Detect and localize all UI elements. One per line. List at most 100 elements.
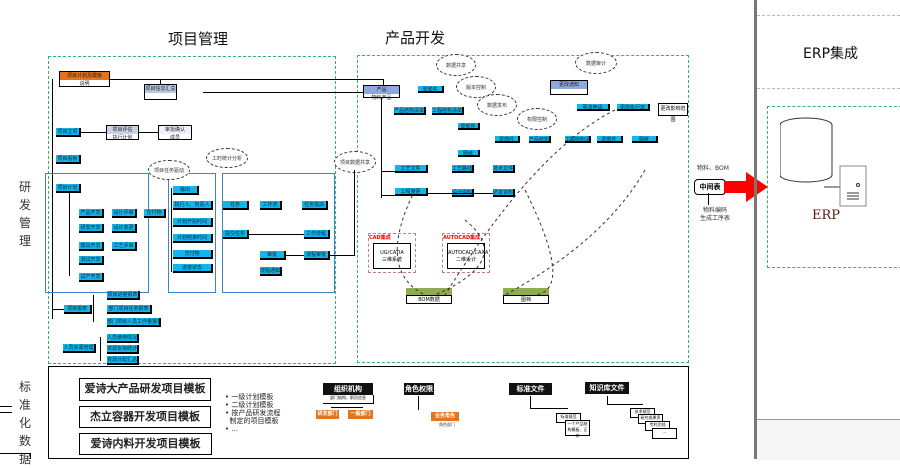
deliverables-group-box [168, 173, 216, 293]
cloud-note: 权限控制 [517, 108, 557, 130]
plan-item[interactable]: 工艺评审 [112, 242, 137, 251]
bullet-text: 二级计划模板 [231, 401, 274, 409]
bom-item[interactable]: 工程变更 [395, 188, 428, 196]
bom-item[interactable]: 产品结构清单 [394, 107, 426, 115]
deliverable-item[interactable]: 交付物 [173, 250, 213, 259]
bom-item[interactable]: 图纸 [458, 150, 480, 157]
task-item[interactable]: 任务指派 [302, 201, 328, 210]
task-item[interactable]: 流程审批 [304, 251, 330, 260]
box-header: 项目信息汇总 [145, 85, 176, 93]
project-report-node[interactable]: 项目报表 [64, 305, 92, 314]
task-item[interactable]: 工作流程 [304, 230, 330, 239]
product-development-title: 产品开发 [385, 29, 446, 47]
change-item[interactable]: 更改申请 [577, 104, 610, 111]
label-char: 准 [18, 398, 31, 412]
knowledge-header[interactable]: 知识库文件 [585, 382, 629, 394]
bom-item[interactable]: 工艺路线 [452, 165, 474, 173]
change-scope-box[interactable]: 更改影响范围 [658, 103, 688, 123]
project-evaluation-box[interactable]: 项目评估 执行计划 [106, 125, 139, 141]
resource-item[interactable]: 资源负荷统计 [107, 345, 139, 354]
bom-output-box[interactable]: BOM数据 [406, 295, 452, 304]
project-plan-template-box[interactable]: 项目计划及模板 说明 [59, 71, 110, 87]
bom-item[interactable]: 工程结构清单 [565, 136, 591, 143]
deliverable-item[interactable]: 计划开始时间 [173, 218, 213, 227]
project-summary-box[interactable]: 项目信息汇总 [144, 84, 177, 100]
connector-line [0, 412, 12, 413]
plan-item[interactable]: 模具开发 [79, 242, 104, 251]
org-child[interactable]: 一般部门 [348, 410, 373, 419]
std-docs-header[interactable]: 标准文件 [509, 383, 552, 395]
doc-stack-item[interactable]: 一个产品结构模板、正文 [565, 420, 590, 438]
connector-line [331, 407, 363, 408]
report-item[interactable]: 项目进度报表 [107, 291, 140, 300]
bom-item[interactable]: 零部件 [458, 123, 480, 130]
bom-item[interactable]: 工程结构清单 [432, 107, 464, 115]
task-item[interactable]: 任务 [223, 201, 249, 210]
box-header: 项目计划及模板 [60, 72, 109, 80]
role-child[interactable]: 业务角色 [431, 412, 459, 421]
deliverable-item[interactable]: 输出 [173, 186, 199, 195]
deliverable-item[interactable]: 执行人、负责人 [173, 201, 213, 210]
project-board-node[interactable]: 项目看板 [56, 155, 81, 164]
plan-item[interactable]: 设计变更 [112, 224, 137, 233]
org-child[interactable]: 研发部门 [316, 410, 339, 419]
connector-line [0, 406, 12, 407]
task-item[interactable]: 提交任务 [223, 230, 249, 239]
plan-group-box [45, 173, 149, 293]
plan-item[interactable]: 测试开发 [79, 256, 104, 265]
task-item[interactable]: 工作流 [260, 201, 282, 210]
plan-item[interactable]: 设计评审 [112, 209, 137, 218]
project-management-title: 项目管理 [168, 30, 229, 48]
report-item[interactable]: 部门项目人员工作量报表 [107, 318, 161, 327]
task-item[interactable]: 流程通知 [260, 267, 282, 276]
deliverable-item[interactable]: 进度状态 [173, 264, 213, 273]
project-plan-node[interactable]: 项目计划 [56, 184, 81, 193]
resource-item[interactable]: 资源分配汇总 [107, 356, 139, 365]
connector-line [52, 309, 64, 310]
cad-integration-box[interactable]: CAD集成 UG/CATIA 三维系统 [368, 233, 416, 273]
bom-item[interactable]: 研发资料 [493, 189, 515, 197]
bullet-text: ... [231, 425, 239, 433]
bom-item[interactable]: 图纸 [632, 136, 658, 143]
bullet-item: • 二级计划模板 [225, 401, 274, 409]
task-item[interactable]: 审批 [260, 251, 286, 260]
change-item[interactable]: 更改执行单 [617, 104, 650, 111]
erp-integration-title: ERP集成 [803, 46, 859, 62]
bom-item[interactable]: 技术文件 [493, 165, 515, 173]
doc-stack-item[interactable]: ... [652, 428, 677, 439]
role-header[interactable]: 角色权限 [404, 383, 434, 395]
connector-line [428, 193, 493, 194]
bom-item[interactable]: 零部件 [495, 136, 520, 143]
plan-item[interactable]: 研发开发 [79, 224, 104, 233]
drawing-output-bar [503, 288, 549, 295]
change-header-box[interactable]: 更改通知 [550, 80, 588, 95]
bom-item[interactable]: 工艺文件 [395, 165, 428, 173]
bom-item[interactable]: 零部件 [418, 86, 444, 93]
drawing-output-box[interactable]: 图档 [503, 295, 549, 304]
deliverable-item[interactable]: 计划结束时间 [173, 234, 213, 243]
deliverable-node[interactable]: 交付物 [144, 209, 166, 218]
box-header: 项目评估 [107, 126, 138, 134]
bom-item[interactable]: 零部件 [597, 136, 623, 143]
connector-line [418, 396, 419, 410]
erp-panel-footer [757, 419, 900, 460]
middleware-table[interactable]: 中间表 [694, 179, 726, 195]
resource-node[interactable]: 人员资源管理 [63, 344, 96, 353]
autocad-integration-box[interactable]: AUTOCAD集成 AUTOCAD/CAXA 二维设计 [442, 233, 490, 273]
approval-box[interactable]: 审批确认 成员 [158, 125, 192, 141]
project-initiation-node[interactable]: 项目立项 [56, 128, 81, 137]
report-item[interactable]: 部门项目任务报表 [107, 305, 152, 314]
template-button[interactable]: 杰立容器开发项目模板 [79, 406, 211, 428]
bom-item[interactable]: 产品结构清单 [529, 136, 551, 143]
cad-tool-title: UG/CATIA [380, 250, 404, 256]
plan-item[interactable]: 产品开发 [79, 209, 104, 218]
cloud-note: 项目任务驱动 [148, 160, 190, 180]
resource-item[interactable]: 人员使用情况 [107, 334, 139, 343]
template-button[interactable]: 爱诗内料开发项目模板 [79, 433, 212, 455]
org-header[interactable]: 组织机构 [323, 383, 373, 395]
plan-item[interactable]: 试产开发 [79, 273, 104, 282]
text-line: 生成工序表 [700, 215, 731, 222]
template-button[interactable]: 爱诗大产品研发项目模板 [79, 378, 211, 401]
cad-tool-body: 二维设计 [455, 257, 476, 263]
connector-line [708, 193, 709, 205]
